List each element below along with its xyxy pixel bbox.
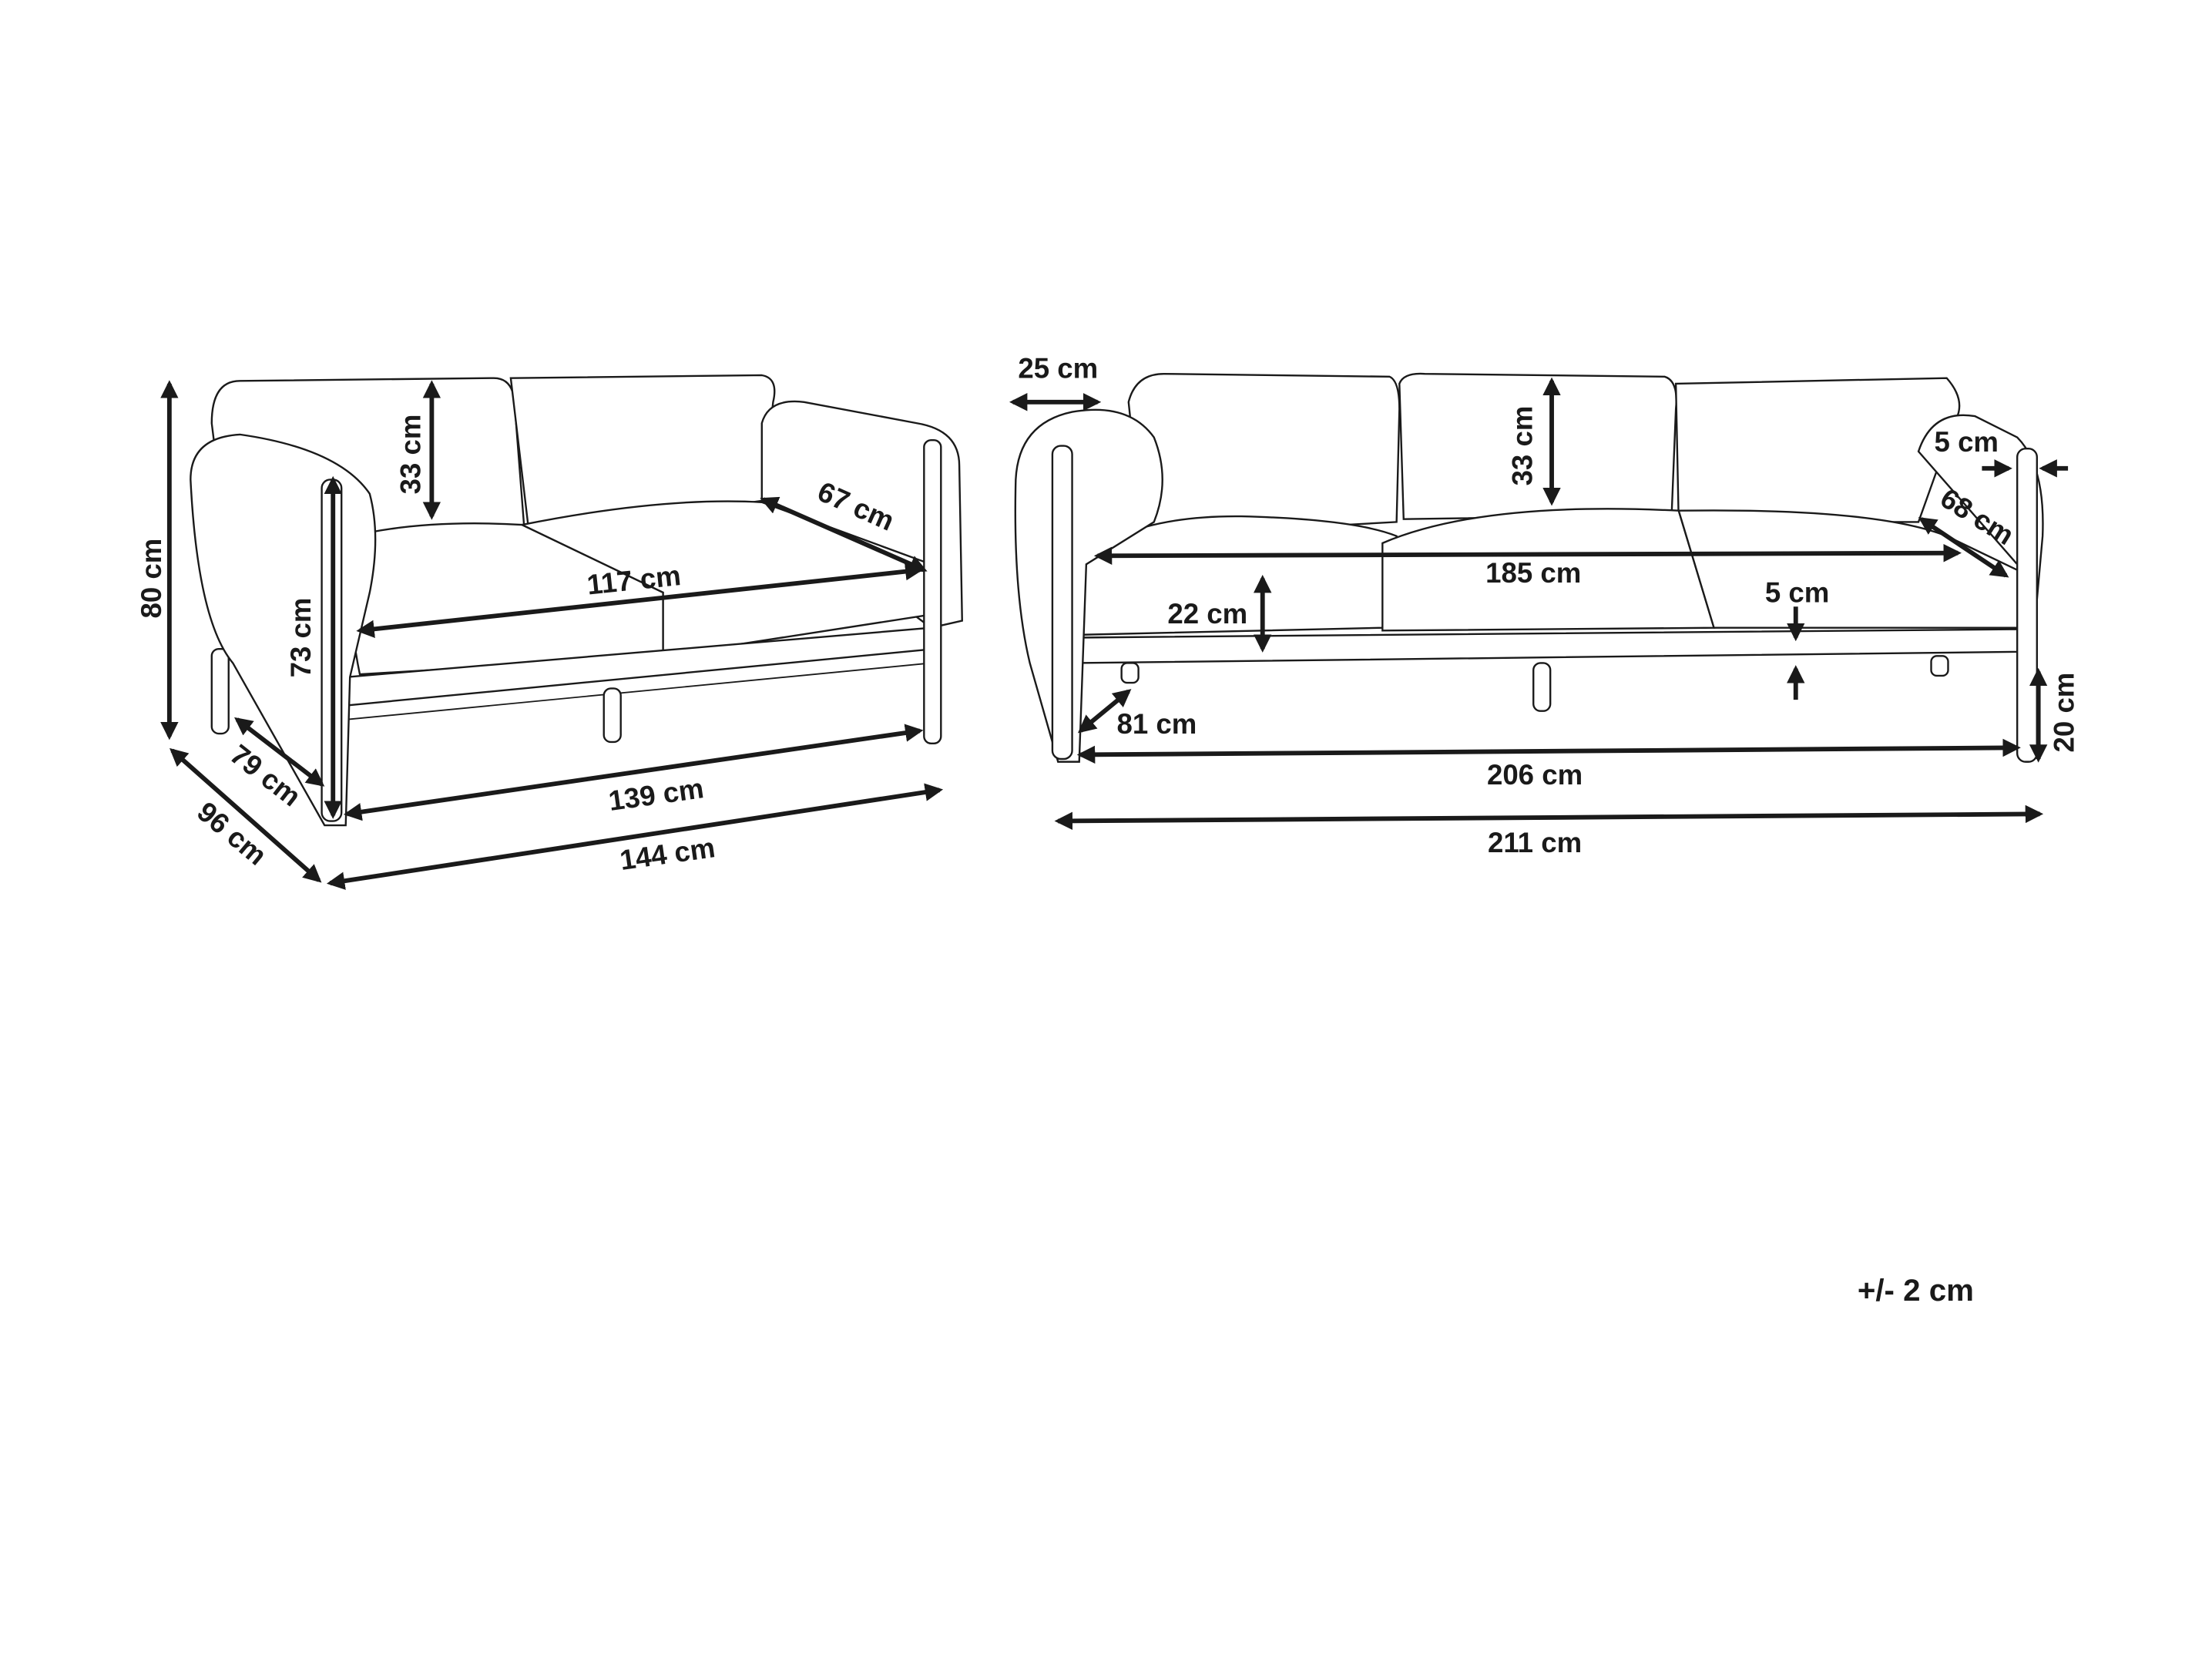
sofa-back-cushion-label: 33 cm xyxy=(1506,406,1538,486)
loveseat-arm-height-label: 73 cm xyxy=(285,598,317,678)
sofa-leg-height-label: 20 cm xyxy=(2048,673,2079,753)
loveseat-height-label: 80 cm xyxy=(136,539,167,619)
sofa-inner-width-label: 206 cm xyxy=(1487,759,1583,791)
sofa-dimension-arrows xyxy=(1009,377,2069,831)
sofa-seat-depth-label: 81 cm xyxy=(1117,708,1197,740)
tolerance-note: +/- 2 cm xyxy=(1858,1273,1974,1308)
loveseat-total-depth-label: 96 cm xyxy=(191,796,273,871)
loveseat-inner-width-label: 139 cm xyxy=(606,772,706,817)
sofa-seat-width-label: 185 cm xyxy=(1485,557,1581,589)
sofa-cushion-height-label: 22 cm xyxy=(1167,598,1247,630)
sofa-frame-thickness-label: 5 cm xyxy=(1765,577,1829,609)
sofa-total-width-label: 211 cm xyxy=(1488,827,1582,858)
loveseat-back-cushion-label: 33 cm xyxy=(395,415,427,495)
sofa-leg-thickness-label: 5 cm xyxy=(1935,426,1999,458)
loveseat-dimension-arrows xyxy=(160,380,944,890)
sofa-armrest-width-label: 25 cm xyxy=(1018,353,1098,385)
